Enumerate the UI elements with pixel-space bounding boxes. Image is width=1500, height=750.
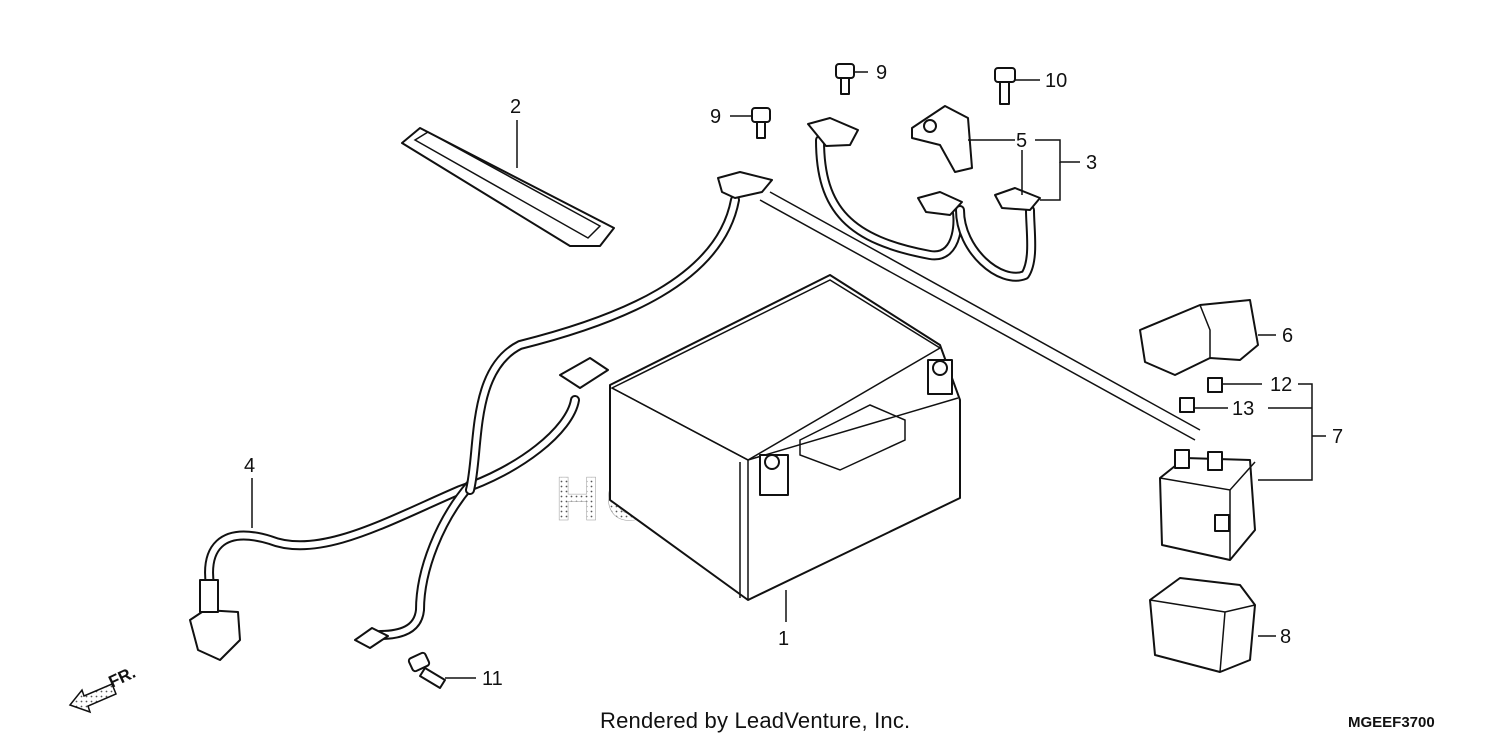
starter-relay [1159, 449, 1256, 561]
relay-cover [1139, 299, 1259, 376]
bolt-9-right [835, 63, 855, 95]
callout-label: 5 [1016, 130, 1027, 152]
terminal-cover [911, 105, 973, 173]
positive-cable [465, 171, 1201, 495]
bolt-11 [407, 651, 446, 689]
fuse-13 [1179, 397, 1195, 413]
callout-label: 8 [1280, 626, 1291, 648]
callout-label: 2 [510, 96, 521, 118]
negative-cable [189, 357, 609, 661]
fuse-12 [1207, 377, 1223, 393]
callout-label: 10 [1045, 70, 1067, 92]
callout-label: 7 [1332, 426, 1343, 448]
leader-lines [251, 71, 1326, 679]
front-direction-arrow: FR. [68, 663, 139, 714]
callout-label: 6 [1282, 325, 1293, 347]
starter-cable [807, 117, 1041, 282]
battery [609, 274, 961, 601]
bolt-10 [994, 67, 1016, 105]
callout-label: 9 [710, 106, 721, 128]
bolt-9-left [751, 107, 771, 139]
render-credit: Rendered by LeadVenture, Inc. [600, 708, 911, 733]
callout-label: 3 [1086, 152, 1097, 174]
battery-band [401, 127, 615, 247]
relay-boot [1149, 577, 1256, 673]
diagram-code: MGEEF3700 [1348, 714, 1435, 731]
callout-label: 9 [876, 62, 887, 84]
callout-label: 13 [1232, 398, 1254, 420]
callout-label: 1 [778, 628, 789, 650]
callout-label: 11 [482, 668, 503, 690]
callout-label: 4 [244, 455, 255, 477]
callout-label: 12 [1270, 374, 1292, 396]
